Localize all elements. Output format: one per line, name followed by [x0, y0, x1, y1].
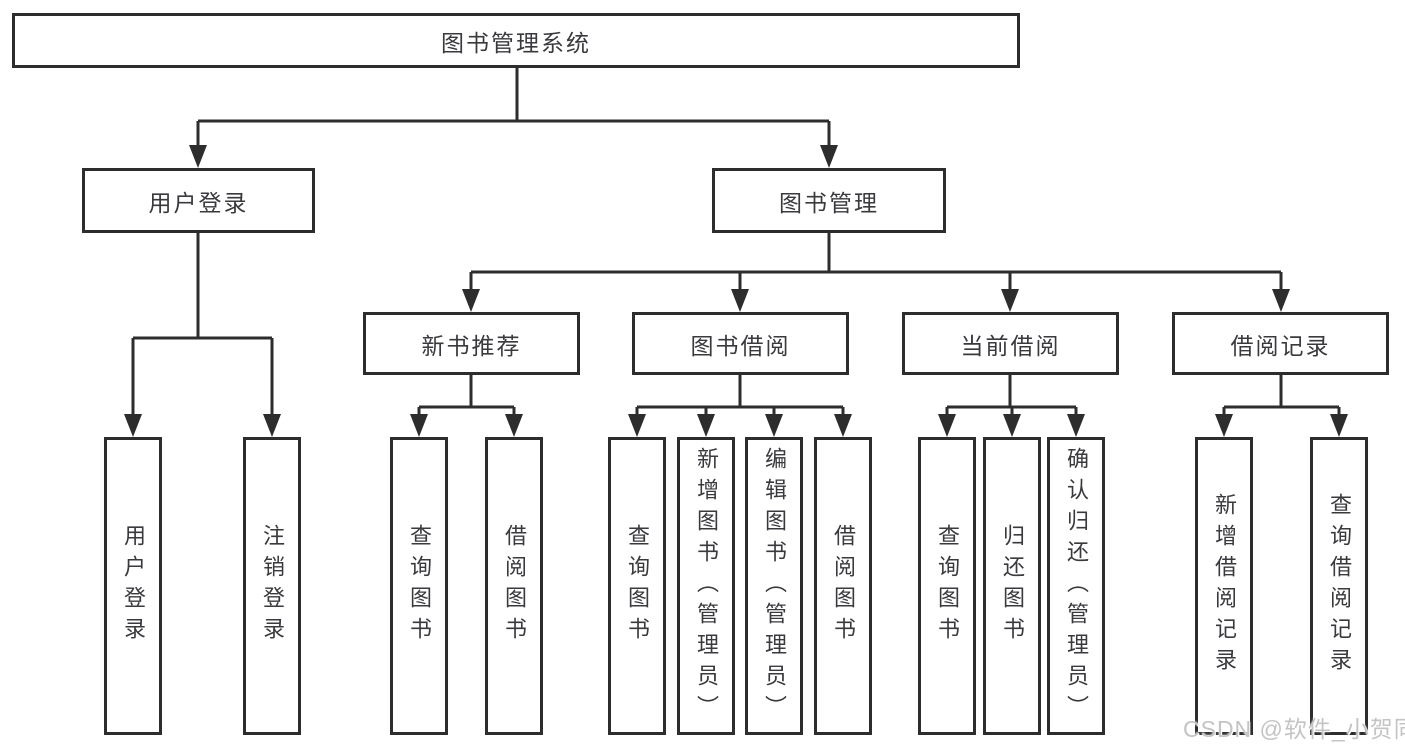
leaf-return-books-label: 归还图书: [1000, 524, 1025, 648]
leaf-borrow-books-recommend-label: 借阅图书: [502, 524, 527, 648]
node-book-management: 图书管理: [712, 168, 946, 233]
node-borrow-records: 借阅记录: [1172, 312, 1389, 375]
node-book-borrow: 图书借阅: [632, 312, 849, 375]
leaf-logout-label: 注销登录: [260, 524, 285, 648]
node-library-system-label: 图书管理系统: [441, 29, 591, 56]
node-user-login: 用户登录: [82, 168, 315, 233]
leaf-query-books-recommend: 查询图书: [390, 437, 448, 735]
leaf-query-books-current: 查询图书: [918, 437, 976, 735]
leaf-query-books-recommend-label: 查询图书: [407, 524, 432, 648]
arrowhead-icons: [124, 145, 1348, 437]
node-new-book-recommend-label: 新书推荐: [421, 332, 522, 359]
leaf-user-login: 用户登录: [104, 437, 162, 735]
leaf-user-login-label: 用户登录: [121, 524, 146, 648]
leaf-add-books-admin: 新增图书（管理员）: [677, 437, 735, 735]
node-current-borrow: 当前借阅: [902, 312, 1119, 375]
leaf-edit-books-admin-label: 编辑图书（管理员）: [762, 446, 787, 726]
leaf-add-borrow-record: 新增借阅记录: [1195, 437, 1253, 735]
leaf-edit-books-admin: 编辑图书（管理员）: [745, 437, 803, 735]
leaf-query-books-current-label: 查询图书: [935, 524, 960, 648]
leaf-confirm-return-admin-label: 确认归还（管理员）: [1064, 446, 1089, 726]
node-book-borrow-label: 图书借阅: [690, 332, 791, 359]
leaf-query-borrow-record: 查询借阅记录: [1310, 437, 1368, 735]
leaf-query-books-borrow: 查询图书: [608, 437, 666, 735]
leaf-add-borrow-record-label: 新增借阅记录: [1212, 493, 1237, 679]
leaf-confirm-return-admin: 确认归还（管理员）: [1047, 437, 1105, 735]
leaf-return-books: 归还图书: [983, 437, 1041, 735]
leaf-logout: 注销登录: [243, 437, 301, 735]
node-book-management-label: 图书管理: [779, 189, 879, 216]
watermark: CSDN @软件_小贺同学: [1183, 716, 1405, 742]
node-current-borrow-label: 当前借阅: [960, 332, 1061, 359]
node-new-book-recommend: 新书推荐: [363, 312, 580, 375]
node-library-system: 图书管理系统: [12, 13, 1020, 68]
leaf-query-books-borrow-label: 查询图书: [625, 524, 650, 648]
leaf-query-borrow-record-label: 查询借阅记录: [1327, 493, 1352, 679]
leaf-add-books-admin-label: 新增图书（管理员）: [694, 446, 719, 726]
node-borrow-records-label: 借阅记录: [1230, 332, 1331, 359]
node-user-login-label: 用户登录: [148, 189, 249, 216]
leaf-borrow-books-label: 借阅图书: [831, 524, 856, 648]
leaf-borrow-books-recommend: 借阅图书: [485, 437, 543, 735]
leaf-borrow-books: 借阅图书: [814, 437, 872, 735]
